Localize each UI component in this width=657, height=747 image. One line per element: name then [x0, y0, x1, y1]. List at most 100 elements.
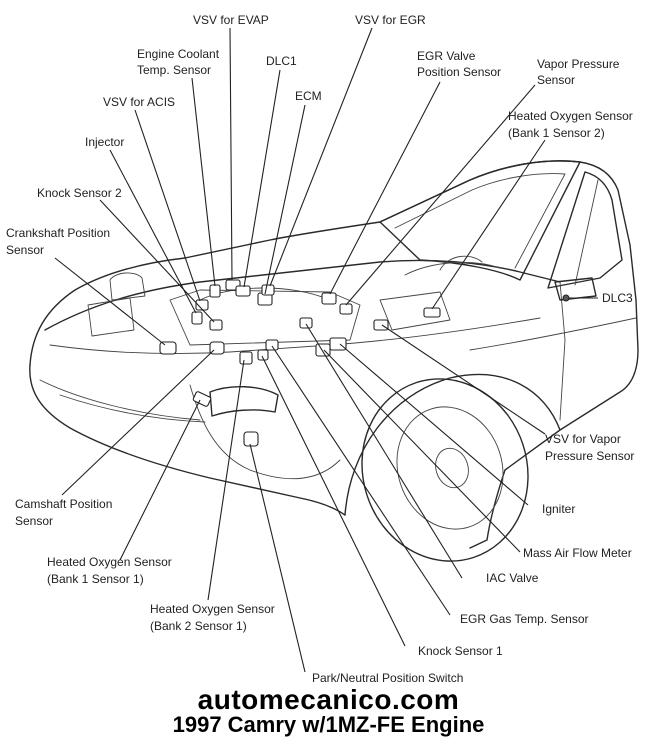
dashboard: [404, 261, 501, 276]
label-egr-valve-pos-line2: Position Sensor: [417, 65, 501, 79]
vapor-sensor-part: [339, 303, 353, 315]
side-mirror: [554, 277, 597, 301]
front-rim: [396, 406, 504, 530]
engine-block: [169, 289, 361, 346]
label-ho2s-b1s2-line2: (Bank 1 Sensor 2): [508, 126, 605, 140]
label-injector: Injector: [85, 135, 124, 149]
engine-bay-edge: [49, 317, 541, 355]
leader-egr-gas-temp: [271, 345, 451, 616]
leader-vapor-pressure: [345, 84, 536, 306]
door-line: [559, 281, 566, 421]
car-hood-edge: [44, 259, 561, 331]
leader-egr-valve-pos: [329, 81, 441, 295]
leader-vsv-evap: [229, 27, 233, 281]
ho2s-b2s1-part: [239, 351, 253, 365]
headlight: [209, 385, 279, 417]
leader-vsv-acis: [134, 109, 201, 302]
dlc3-part: [562, 294, 570, 302]
leader-vsv-egr: [269, 27, 373, 287]
injector-part: [191, 311, 203, 325]
label-vsv-acis: VSV for ACIS: [103, 95, 175, 109]
label-camshaft-line1: Camshaft Position: [15, 497, 112, 511]
leader-ho2s-b1s2: [431, 139, 546, 310]
label-vapor-pressure-line2: Sensor: [537, 73, 575, 87]
leader-ho2s-b1s1: [119, 399, 201, 561]
leader-crankshaft: [54, 257, 166, 346]
leader-ho2s-b2s1: [207, 359, 245, 601]
components: [159, 279, 570, 447]
label-ho2s-b1s1-line2: (Bank 1 Sensor 1): [47, 572, 144, 586]
iac-part: [299, 317, 313, 329]
steering-wheel: [439, 255, 483, 271]
front-hub: [435, 447, 469, 489]
leader-dlc1: [243, 69, 281, 288]
label-ho2s-b2s1-line1: Heated Oxygen Sensor: [150, 602, 275, 616]
window-pillar: [574, 179, 599, 286]
leader-camshaft: [61, 349, 215, 496]
leader-vsv-vapor: [381, 324, 546, 435]
car-front-lower: [29, 364, 346, 516]
park-neutral-part: [243, 431, 259, 447]
label-ho2s-b2s1-line2: (Bank 2 Sensor 1): [150, 619, 247, 633]
label-igniter: Igniter: [542, 502, 575, 516]
label-engine-coolant-line1: Engine Coolant: [137, 47, 220, 61]
leader-engine-coolant: [191, 77, 216, 287]
label-mass-air-flow: Mass Air Flow Meter: [523, 546, 632, 560]
coolant-sensor-part: [209, 284, 221, 298]
ho2s-b1s2-part: [423, 307, 441, 318]
label-camshaft-line2: Sensor: [15, 514, 53, 528]
knock-sensor-2-part: [209, 319, 223, 331]
label-crankshaft-line1: Crankshaft Position: [6, 226, 110, 240]
car-illustration: [29, 160, 639, 562]
leader-knock-sensor-2: [99, 199, 215, 323]
label-ecm: ECM: [295, 89, 322, 103]
label-ho2s-b1s2-line1: Heated Oxygen Sensor: [508, 109, 633, 123]
car-body-outline: [29, 160, 639, 549]
egr-gas-temp-part: [265, 339, 279, 351]
label-vsv-egr: VSV for EGR: [355, 13, 426, 27]
air-box: [379, 291, 451, 331]
leader-knock-sensor-1: [261, 355, 406, 647]
label-park-neutral: Park/Neutral Position Switch: [312, 671, 463, 685]
label-vsv-evap: VSV for EVAP: [193, 13, 269, 27]
knock-sensor-1-part: [257, 349, 269, 361]
inner-fender: [189, 384, 341, 480]
label-crankshaft-line2: Sensor: [6, 243, 44, 257]
reservoir: [109, 272, 146, 301]
label-dlc3: DLC3: [602, 291, 633, 305]
ho2s-b1s1-part: [192, 391, 212, 407]
label-knock-sensor-2: Knock Sensor 2: [37, 186, 122, 200]
leader-lines: [54, 27, 598, 673]
battery: [87, 297, 135, 337]
vsv-acis-part: [195, 299, 209, 311]
site-url-watermark: automecanico.com: [197, 684, 460, 715]
vsv-vapor-part: [373, 319, 389, 331]
crankshaft-part: [159, 341, 177, 355]
leader-ecm: [264, 104, 306, 295]
label-vapor-pressure-line1: Vapor Pressure: [537, 57, 620, 71]
leader-injector: [109, 149, 197, 314]
label-vsv-vapor-line2: Pressure Sensor: [545, 449, 634, 463]
bumper-line: [39, 379, 201, 421]
leader-maf: [323, 349, 521, 553]
leader-iac: [305, 323, 463, 579]
egr-valve-part: [321, 292, 337, 305]
label-vsv-vapor-line1: VSV for Vapor: [545, 432, 621, 446]
label-egr-valve-pos-line1: EGR Valve: [417, 49, 476, 63]
label-knock-sensor-1: Knock Sensor 1: [418, 644, 503, 658]
side-window: [547, 171, 623, 289]
front-wheel-arch: [344, 373, 561, 516]
front-tire: [361, 378, 529, 562]
leader-park-neutral: [249, 443, 306, 673]
leader-igniter: [339, 343, 529, 506]
windshield-inner: [394, 173, 566, 269]
label-ho2s-b1s1-line1: Heated Oxygen Sensor: [47, 555, 172, 569]
diagram-caption: 1997 Camry w/1MZ-FE Engine: [172, 712, 485, 737]
vsv-egr-part: [261, 284, 275, 296]
side-crease: [469, 317, 637, 351]
label-iac-valve: IAC Valve: [486, 571, 539, 585]
label-egr-gas-temp: EGR Gas Temp. Sensor: [460, 612, 589, 626]
label-dlc1: DLC1: [266, 54, 297, 68]
callout-labels: VSV for EVAP VSV for EGR Engine Coolant …: [6, 13, 634, 685]
